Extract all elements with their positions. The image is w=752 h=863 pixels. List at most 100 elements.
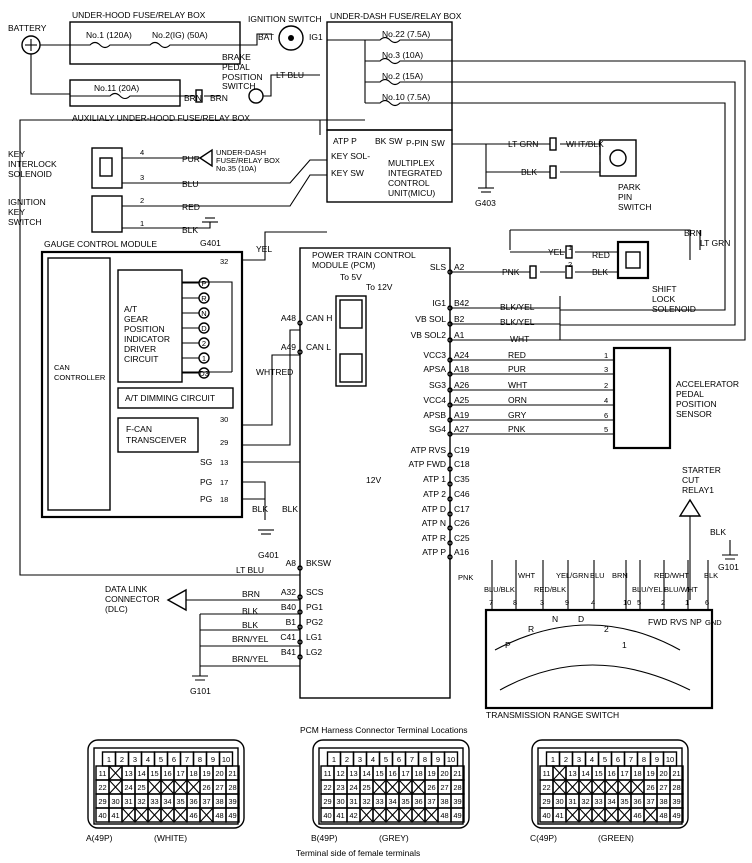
under-hood-fuse-box: UNDER-HOOD FUSE/RELAY BOX No.1 (120A) No… — [69, 10, 241, 65]
pcm-terminal-pin: A27 — [454, 424, 469, 434]
connector-terminal: 20 — [440, 769, 448, 778]
trs-pin: 1 — [685, 598, 689, 607]
svg-text:PG: PG — [200, 494, 212, 504]
svg-text:POSITION: POSITION — [676, 399, 717, 409]
trs-pin: 3 — [540, 598, 544, 607]
connector-terminal: 17 — [176, 769, 184, 778]
transmission-range-switch: TRANSMISSION RANGE SWITCH FWD RVS NP GND… — [484, 608, 722, 720]
connector-terminal: 10 — [222, 755, 230, 764]
svg-text:BRN: BRN — [242, 589, 260, 599]
svg-text:NP: NP — [690, 617, 702, 627]
svg-text:BRN: BRN — [684, 228, 702, 238]
connector-terminal: 4 — [590, 755, 594, 764]
connector-terminal: 10 — [447, 755, 455, 764]
connector-terminal: 2 — [345, 755, 349, 764]
connector-terminal: 3 — [358, 755, 362, 764]
svg-text:TRANSMISSION RANGE SWITCH: TRANSMISSION RANGE SWITCH — [486, 710, 619, 720]
under-dash-box-label: UNDER-DASH FUSE/RELAY BOX — [330, 11, 462, 21]
connector-terminal: 27 — [440, 783, 448, 792]
pcm-terminal-name: ATP FWD — [409, 459, 446, 469]
svg-text:29: 29 — [220, 438, 228, 447]
connector-terminal: 8 — [198, 755, 202, 764]
svg-text:GAUGE CONTROL MODULE: GAUGE CONTROL MODULE — [44, 239, 157, 249]
svg-text:GND: GND — [705, 618, 722, 627]
svg-text:BLK: BLK — [252, 504, 268, 514]
trs-wire-label: BLK — [704, 571, 718, 580]
pcm-terminal-pin: A16 — [454, 547, 469, 557]
connector-terminal: 1 — [107, 755, 111, 764]
accel-wire-label: PUR — [508, 364, 526, 374]
connector-terminal: 46 — [189, 811, 197, 820]
svg-text:No.2 (15A): No.2 (15A) — [382, 71, 423, 81]
svg-text:KEY SW: KEY SW — [331, 168, 364, 178]
svg-text:ATP P: ATP P — [333, 136, 357, 146]
connector-id: A(49P) — [86, 833, 113, 843]
trs-wire-label: BRN — [612, 571, 628, 580]
connector-terminal: 20 — [215, 769, 223, 778]
trs-wire-label: BLU/BLK — [484, 585, 515, 594]
connector-terminal: 22 — [323, 783, 331, 792]
pcm-terminal-pin: C46 — [454, 489, 470, 499]
connector-terminal: 21 — [228, 769, 236, 778]
gear-letter: D3 — [199, 369, 209, 378]
connector-terminal: 34 — [163, 797, 171, 806]
svg-text:FWD: FWD — [648, 617, 667, 627]
connector-terminal: 37 — [646, 797, 654, 806]
connector-terminal: 11 — [99, 769, 107, 778]
connector-terminal: 15 — [594, 769, 602, 778]
gauge-control-module: GAUGE CONTROL MODULE CAN CONTROLLER A/T … — [40, 239, 244, 519]
pcm-left-name: PG1 — [306, 602, 323, 612]
gear-letter: 2 — [202, 339, 206, 348]
pcm-left-pin: A48 — [281, 313, 296, 323]
svg-text:3: 3 — [140, 173, 144, 182]
accel-pin: 1 — [604, 351, 608, 360]
svg-text:G101: G101 — [718, 562, 739, 572]
pcm-left-name: CAN L — [306, 342, 331, 352]
connector-terminal: 16 — [388, 769, 396, 778]
pcm-terminal-name: ATP 1 — [423, 474, 446, 484]
trs-wire-label: YEL/GRN — [556, 571, 589, 580]
ignition-switch: IGNITION SWITCH BAT IG1 — [248, 14, 323, 51]
connector-terminal: 13 — [124, 769, 132, 778]
connector-terminal: 14 — [362, 769, 370, 778]
connector-terminal: 27 — [215, 783, 223, 792]
svg-text:CAN: CAN — [54, 363, 70, 372]
svg-text:RELAY1: RELAY1 — [682, 485, 714, 495]
connector-terminal: 26 — [202, 783, 210, 792]
connector-terminal: 34 — [388, 797, 396, 806]
pcm-terminal-pin: A2 — [454, 262, 465, 272]
starter-cut-relay: STARTER CUT RELAY1 BLK G101 — [678, 465, 739, 600]
connector-terminal: 13 — [349, 769, 357, 778]
svg-text:No.22 (7.5A): No.22 (7.5A) — [382, 29, 430, 39]
svg-text:FUSE/RELAY BOX: FUSE/RELAY BOX — [216, 156, 280, 165]
connector-terminal: 30 — [111, 797, 119, 806]
connector-terminal: 40 — [98, 811, 106, 820]
connector-terminal: 49 — [453, 811, 461, 820]
svg-text:No.10 (7.5A): No.10 (7.5A) — [382, 92, 430, 102]
connector-terminal: 38 — [215, 797, 223, 806]
connector-terminal: 28 — [672, 783, 680, 792]
svg-text:A/T DIMMING CIRCUIT: A/T DIMMING CIRCUIT — [125, 393, 215, 403]
pcm-terminal-pin: C35 — [454, 474, 470, 484]
svg-text:POSITION: POSITION — [222, 72, 263, 82]
pcm-terminal-pin: B42 — [454, 298, 469, 308]
svg-text:2: 2 — [140, 196, 144, 205]
connector-terminal: 11 — [324, 769, 332, 778]
shift-lock-solenoid: YEL RED BLK PNK 1 2 SHIFT LOCK SOLENOID — [450, 240, 696, 314]
connector-terminal: 31 — [349, 797, 357, 806]
pcm-terminal-name: SG4 — [429, 424, 446, 434]
svg-text:SHIFT: SHIFT — [652, 284, 677, 294]
connector-terminal: 38 — [659, 797, 667, 806]
pcm-terminal-pin: C26 — [454, 518, 470, 528]
connector-terminal: 27 — [659, 783, 667, 792]
connector-terminal: 41 — [555, 811, 563, 820]
trs-pin: 7 — [489, 598, 493, 607]
connector-id: C(49P) — [530, 833, 557, 843]
trs-wire-label: BLU/WHT — [664, 585, 698, 594]
connector-terminal: 26 — [646, 783, 654, 792]
pcm-terminal-pin: C17 — [454, 504, 470, 514]
